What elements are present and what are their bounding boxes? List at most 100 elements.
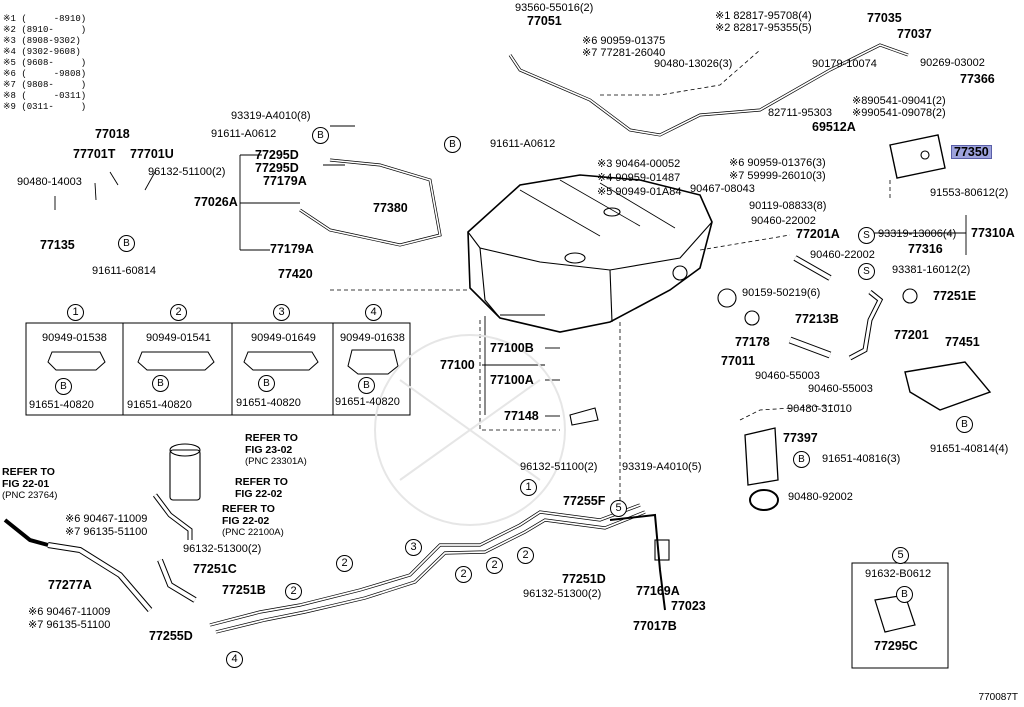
clamp-part-bottom[interactable]: 91651-40820 bbox=[236, 397, 301, 409]
part-label[interactable]: 77100A bbox=[490, 373, 534, 387]
part-label[interactable]: 77295C bbox=[874, 639, 918, 653]
part-label[interactable]: ※3 90464-00052 bbox=[597, 158, 681, 170]
clamp-part-top[interactable]: 90949-01649 bbox=[251, 332, 316, 344]
clamp-part-bottom[interactable]: 91651-40820 bbox=[127, 399, 192, 411]
part-label[interactable]: ※7 59999-26010(3) bbox=[729, 170, 826, 182]
part-label[interactable]: 91651-40816(3) bbox=[822, 453, 901, 465]
part-label[interactable]: ※5 90949-01A84 bbox=[597, 186, 682, 198]
part-label[interactable]: 77316 bbox=[908, 242, 943, 256]
part-label[interactable]: ※7 96135-51100 bbox=[65, 526, 148, 538]
part-label[interactable]: 77018 bbox=[95, 127, 130, 141]
part-label[interactable]: ※6 90959-01376(3) bbox=[729, 157, 826, 169]
part-label[interactable]: 77277A bbox=[48, 578, 92, 592]
part-label[interactable]: 93319-A4010(5) bbox=[622, 461, 702, 473]
highlighted-part-77350[interactable]: 77350 bbox=[951, 145, 992, 159]
part-label[interactable]: 77051 bbox=[527, 14, 562, 28]
part-label[interactable]: 91632-B0612 bbox=[865, 568, 932, 580]
part-label[interactable]: 90460-55003 bbox=[808, 383, 873, 395]
part-label[interactable]: ※7 77281-26040 bbox=[582, 47, 666, 59]
part-label[interactable]: 77295D bbox=[255, 161, 299, 175]
refer-note[interactable]: REFER TO FIG 23-02 (PNC 23301A) bbox=[245, 432, 307, 468]
part-label[interactable]: ※890541-09041(2) bbox=[852, 95, 946, 107]
part-label[interactable]: 96132-51300(2) bbox=[183, 543, 262, 555]
part-label[interactable]: 77255D bbox=[149, 629, 193, 643]
clamp-part-top[interactable]: 90949-01538 bbox=[42, 332, 107, 344]
part-label[interactable]: 77251C bbox=[193, 562, 237, 576]
part-label[interactable]: 77251B bbox=[222, 583, 266, 597]
part-label[interactable]: ※4 90959-01487 bbox=[597, 172, 681, 184]
part-label[interactable]: 77037 bbox=[897, 27, 932, 41]
part-label[interactable]: 77701T bbox=[73, 147, 116, 161]
clamp-part-top[interactable]: 90949-01638 bbox=[340, 332, 405, 344]
part-label[interactable]: 77420 bbox=[278, 267, 313, 281]
part-label[interactable]: ※7 96135-51100 bbox=[28, 619, 111, 631]
part-label[interactable]: 77135 bbox=[40, 238, 75, 252]
part-label[interactable]: 77201A bbox=[796, 227, 840, 241]
part-label[interactable]: 90480-14003 bbox=[17, 176, 82, 188]
part-label[interactable]: 90480-31010 bbox=[787, 403, 852, 415]
part-label[interactable]: 77201 bbox=[894, 328, 929, 342]
part-label[interactable]: ※6 90959-01375 bbox=[582, 35, 666, 47]
part-label[interactable]: 77179A bbox=[263, 174, 307, 188]
part-label[interactable]: 90480-92002 bbox=[788, 491, 853, 503]
part-label[interactable]: 96132-51300(2) bbox=[523, 588, 602, 600]
part-label[interactable]: 93319-13006(4) bbox=[878, 228, 957, 240]
part-label[interactable]: 77100B bbox=[490, 341, 534, 355]
part-label[interactable]: 91611-A0612 bbox=[490, 138, 556, 150]
part-label[interactable]: 77397 bbox=[783, 431, 818, 445]
marker-b: B bbox=[358, 377, 375, 394]
part-label[interactable]: 93381-16012(2) bbox=[892, 264, 971, 276]
part-label[interactable]: 77023 bbox=[671, 599, 706, 613]
part-label[interactable]: 91651-40814(4) bbox=[930, 443, 1009, 455]
part-label[interactable]: 77251E bbox=[933, 289, 977, 303]
part-label[interactable]: ※1 82817-95708(4) bbox=[715, 10, 812, 22]
part-label[interactable]: 77017B bbox=[633, 619, 677, 633]
part-label[interactable]: 77178 bbox=[735, 335, 770, 349]
part-label[interactable]: 91611-A0612 bbox=[211, 128, 277, 140]
part-label[interactable]: 69512A bbox=[812, 120, 856, 134]
part-label[interactable]: 77366 bbox=[960, 72, 995, 86]
clamp-part-bottom[interactable]: 91651-40820 bbox=[335, 396, 400, 408]
part-label[interactable]: ※990541-09078(2) bbox=[852, 107, 946, 119]
part-label[interactable]: 93319-A4010(8) bbox=[231, 110, 311, 122]
part-label[interactable]: 90460-22002 bbox=[810, 249, 875, 261]
part-label[interactable]: 77035 bbox=[867, 11, 902, 25]
part-label[interactable]: 90269-03002 bbox=[920, 57, 985, 69]
part-label[interactable]: 77011 bbox=[721, 354, 756, 368]
part-label[interactable]: 90480-13026(3) bbox=[654, 58, 733, 70]
part-label[interactable]: ※6 90467-11009 bbox=[65, 513, 148, 525]
part-label[interactable]: ※2 82817-95355(5) bbox=[715, 22, 812, 34]
refer-note[interactable]: REFER TO FIG 22-02 bbox=[235, 476, 288, 500]
part-label[interactable]: 77213B bbox=[795, 312, 839, 326]
part-label[interactable]: 91611-60814 bbox=[92, 265, 157, 277]
part-label[interactable]: 77380 bbox=[373, 201, 408, 215]
part-label[interactable]: 91553-80612(2) bbox=[930, 187, 1009, 199]
part-label[interactable]: 90460-22002 bbox=[751, 215, 816, 227]
part-label[interactable]: 77148 bbox=[504, 409, 539, 423]
part-label[interactable]: 77451 bbox=[945, 335, 980, 349]
part-label[interactable]: 93560-55016(2) bbox=[515, 2, 594, 14]
part-label[interactable]: ※6 90467-11009 bbox=[28, 606, 111, 618]
part-label[interactable]: 90159-50219(6) bbox=[742, 287, 821, 299]
clamp-part-bottom[interactable]: 91651-40820 bbox=[29, 399, 94, 411]
part-label[interactable]: 77251D bbox=[562, 572, 606, 586]
part-label[interactable]: 77295D bbox=[255, 148, 299, 162]
part-label[interactable]: 77100 bbox=[440, 358, 475, 372]
part-label[interactable]: 90467-08043 bbox=[690, 183, 755, 195]
part-label[interactable]: 82711-95303 bbox=[768, 107, 833, 119]
refer-note[interactable]: REFER TO FIG 22-02 (PNC 22100A) bbox=[222, 503, 284, 539]
part-label[interactable]: 90119-08833(8) bbox=[749, 200, 827, 212]
part-label[interactable]: 90460-55003 bbox=[755, 370, 820, 382]
part-label[interactable]: 96132-51100(2) bbox=[148, 166, 226, 178]
part-label[interactable]: 77310A bbox=[971, 226, 1015, 240]
part-label[interactable]: 77701U bbox=[130, 147, 174, 161]
part-label[interactable]: 96132-51100(2) bbox=[520, 461, 598, 473]
part-label[interactable]: 77169A bbox=[636, 584, 680, 598]
clamp-77295C bbox=[874, 594, 916, 633]
part-label[interactable]: 77026A bbox=[194, 195, 238, 209]
clamp-part-top[interactable]: 90949-01541 bbox=[146, 332, 211, 344]
part-label[interactable]: 77179A bbox=[270, 242, 314, 256]
part-label[interactable]: 90179-10074 bbox=[812, 58, 877, 70]
part-label[interactable]: 77255F bbox=[563, 494, 606, 508]
refer-note[interactable]: REFER TO FIG 22-01 (PNC 23764) bbox=[2, 466, 57, 502]
